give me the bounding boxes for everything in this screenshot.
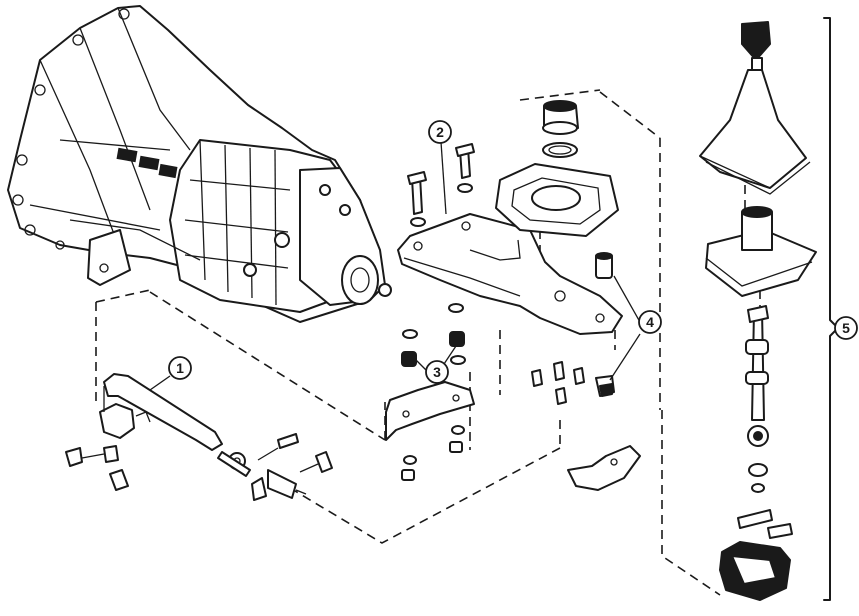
- linkage-hardware: [65, 411, 333, 501]
- callout-3: 3: [415, 345, 457, 384]
- transmission-housing: [7, 5, 392, 323]
- callout-label-1: 1: [176, 360, 184, 376]
- shift-lever-assembly: [699, 21, 817, 601]
- callout-label-4: 4: [646, 314, 654, 330]
- isolator-bushings: [385, 303, 475, 481]
- callout-1: 1: [149, 356, 192, 391]
- callout-label-3: 3: [433, 364, 441, 380]
- support-hardware: [531, 252, 641, 491]
- group-bracket-5: [823, 17, 839, 601]
- shift-linkage-rod: [99, 373, 251, 477]
- callout-4: 4: [609, 275, 662, 381]
- callout-label-2: 2: [436, 124, 444, 140]
- callout-2: 2: [428, 120, 452, 215]
- rubber-boot-seal: [495, 100, 619, 237]
- callout-5: 5: [834, 316, 858, 340]
- shift-bracket-plate: [397, 143, 623, 335]
- callout-label-5: 5: [842, 320, 850, 336]
